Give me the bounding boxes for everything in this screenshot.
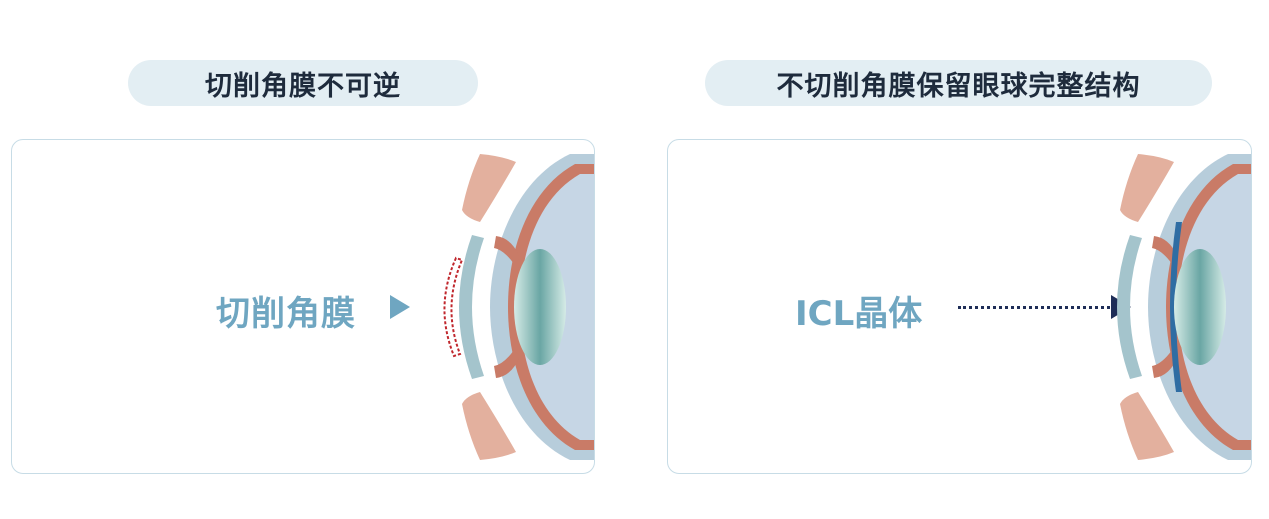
right-panel: ICL晶体 [667,139,1252,474]
dotted-arrow-line [958,306,1110,309]
crystalline-lens [514,249,566,365]
iris-lower [1152,350,1178,378]
iris-upper [1152,236,1178,264]
upper-eyelid [462,154,516,222]
lower-eyelid [462,392,516,460]
right-triangle-arrow-icon [390,295,410,319]
crystalline-lens [1174,249,1226,365]
cornea [459,235,484,379]
cornea [1117,235,1142,379]
upper-eyelid [1120,154,1174,222]
iris-upper [494,236,520,264]
eye-cross-section-left [443,154,594,460]
right-label: ICL晶体 [795,294,923,334]
lower-eyelid [1120,392,1174,460]
left-label: 切削角膜 [216,294,356,334]
left-heading: 切削角膜不可逆 [128,60,478,106]
iris-lower [494,350,520,378]
eye-cross-section-right [1117,154,1251,460]
left-panel: 切削角膜 [11,139,595,474]
cut-marker [443,256,464,358]
right-heading: 不切削角膜保留眼球完整结构 [705,60,1212,106]
